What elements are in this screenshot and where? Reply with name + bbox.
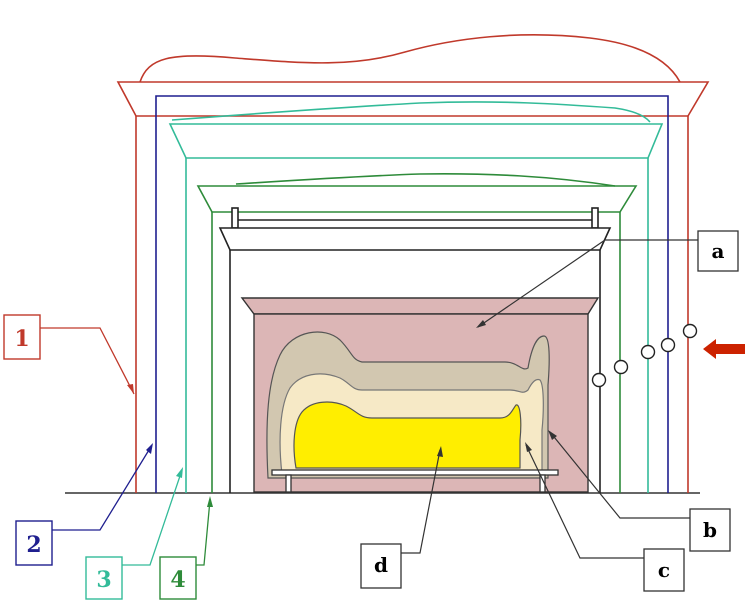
sarcophagus-lid [240,297,600,315]
leader-d-head [437,446,443,457]
bier [271,469,559,493]
leader-a [477,239,698,328]
leader-4 [196,499,211,566]
shrine-1-cornice [116,81,710,117]
hinge-circle [660,337,676,353]
red-arrow-left-icon [703,339,745,359]
bier-leg-left [285,474,292,493]
label-3-box [85,556,123,600]
leader-1-head [127,384,134,394]
leader-4-head [207,496,213,507]
shrine-2 [155,95,669,493]
canopy-post-left [231,207,239,229]
label-3-text: 3 [96,567,111,593]
label-b: b [548,430,731,552]
shrine-1 [116,34,710,493]
leader-2-head [146,443,153,454]
label-a-box [697,230,739,272]
leader-2 [52,444,153,531]
leader-c [525,444,644,559]
hinge-circle [682,323,698,339]
label-a: a [476,230,739,328]
leader-c-head [525,442,532,452]
hinge-circle [591,372,607,388]
inner-coffin [293,401,522,469]
label-d-box [360,543,402,589]
shrine-4-cornice [196,185,638,213]
canopy-frame [218,207,612,493]
label-b-text: b [703,518,717,542]
label-a-text: a [712,239,725,263]
label-c: c [525,442,685,592]
door-hinges [591,323,698,388]
shrine-1-roof-curve [139,34,681,83]
shrine-3 [168,101,664,493]
leader-d [401,449,441,554]
bier-top [271,469,559,476]
shrine-3-cornice [168,123,664,159]
hinge-circle [640,344,656,360]
canopy-post-right [591,207,599,229]
label-1-box [3,314,41,360]
leader-1 [40,327,135,395]
label-2-text: 2 [26,532,41,558]
label-d-text: d [374,553,388,577]
canopy-cornice [218,227,612,251]
label-4: 4 [159,496,213,600]
label-b-box [689,508,731,552]
label-1-text: 1 [14,326,29,352]
shrine-2-outline [155,95,669,493]
leader-b-head [548,430,557,440]
label-1: 1 [3,314,135,395]
leader-b [549,431,690,519]
label-d: d [360,446,443,589]
label-2-box [15,520,53,566]
label-2: 2 [15,443,153,566]
shrine-3-roof-curve [171,101,651,123]
leader-a-head [476,320,486,328]
leader-3-head [176,467,183,478]
label-c-box [643,548,685,592]
label-4-box [159,556,197,600]
shrine-4-roof-curve [235,173,616,187]
label-c-text: c [658,558,670,582]
hinge-circle [613,359,629,375]
leader-3 [122,469,183,566]
label-3: 3 [85,467,183,600]
label-4-text: 4 [170,567,185,593]
shrine-4 [196,173,638,493]
